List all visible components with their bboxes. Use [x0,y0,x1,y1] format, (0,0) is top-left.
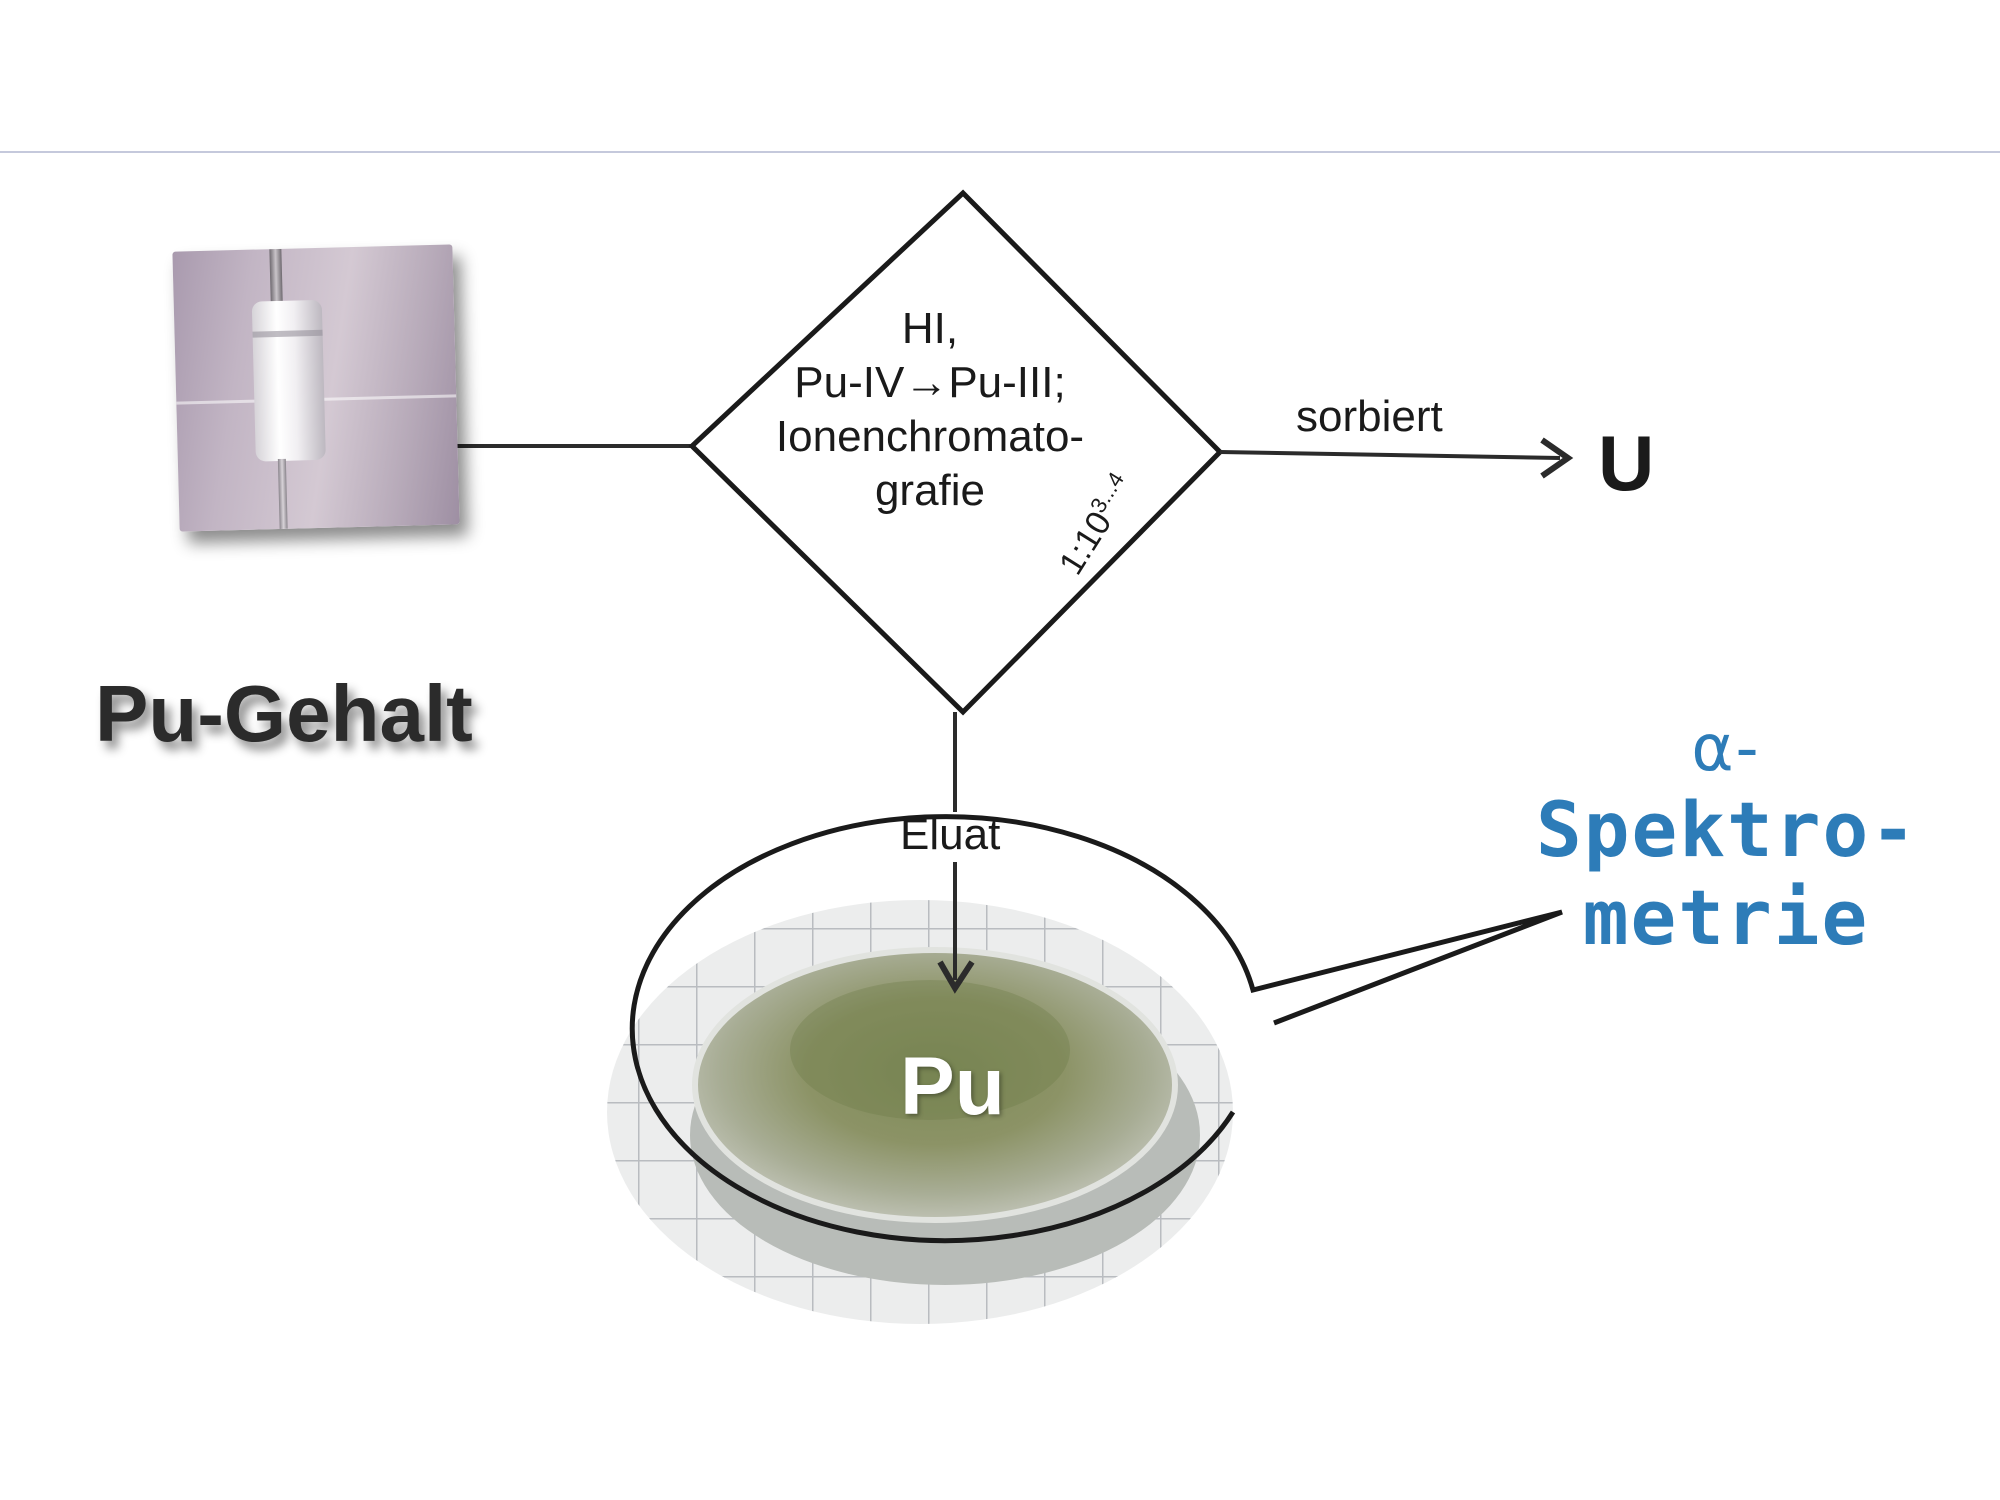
arrow-sorbiert [1219,450,1561,460]
diamond-line-1: HI, [901,304,959,353]
diagram-title: Pu-Gehalt [95,669,473,758]
decision-diamond [688,189,1224,716]
method-line-2: Spektro- [1536,785,1919,874]
diamond-line-3: Ionenchromato- [775,412,1085,461]
arrow-eluat-head [937,960,975,994]
target-u: U [1598,419,1655,507]
bubble-outline [629,814,1563,1244]
sample-dish-bubble [607,814,1563,1324]
edge-label-sorbiert: sorbiert [1296,392,1443,441]
method-alpha: α- [1691,712,1761,786]
method-line-3: metrie [1582,873,1870,962]
photo-rod-bottom [277,458,288,529]
method-label: α- Spektro- metrie [1536,712,1916,962]
diamond-line-4: grafie [874,466,986,515]
arrow-sorbiert-head [1540,437,1574,479]
photo-column-cylinder [251,299,326,462]
header-divider [0,151,2000,153]
diamond-label: HI, Pu-IV→Pu-III; Ionenchromato- grafie [740,302,1120,518]
sample-label: Pu [900,1041,1005,1132]
diamond-line-2: Pu-IV→Pu-III; [794,358,1066,407]
column-photo [172,244,460,532]
edge-label-eluat: Eluat [900,810,1001,859]
